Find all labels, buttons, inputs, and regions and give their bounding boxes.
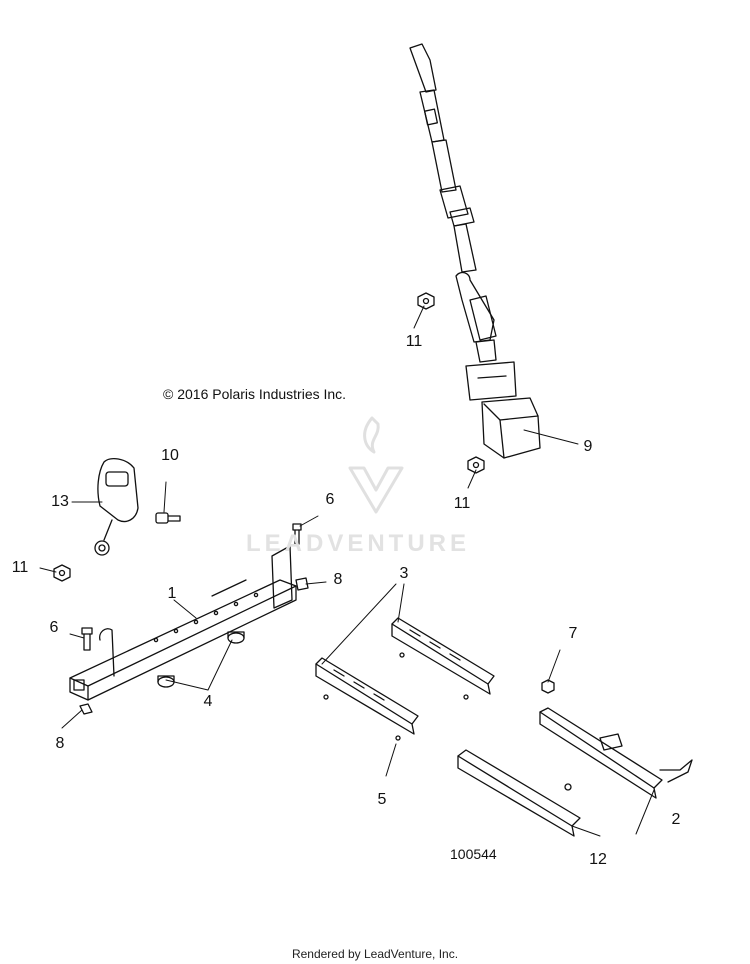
callout-10: 10 [161,447,179,464]
callout-11-left: 11 [11,559,29,576]
callout-8-left: 8 [55,735,65,752]
callout-7: 7 [568,625,578,642]
leader-lines [39,305,655,837]
copyright-notice: © 2016 Polaris Industries Inc. [163,386,347,402]
seat-slide-rail-2 [539,707,693,799]
callout-11-upper: 11 [405,333,423,350]
bolt-7 [541,679,555,694]
seat-frame-tube [69,545,297,701]
bolt-6-left [81,627,93,651]
callout-11-middle: 11 [453,495,471,512]
callout-3: 3 [399,565,409,582]
callout-9: 9 [583,438,593,455]
clip-8-right [295,577,309,591]
clip-8-left [79,703,93,715]
screw-5 [323,652,469,741]
callout-2: 2 [671,811,681,828]
callout-12: 12 [589,851,607,868]
watermark-logo [348,416,404,514]
watermark-text: LEADVENTURE [246,530,471,557]
callout-13: 13 [51,493,69,510]
callout-8-right: 8 [333,571,343,588]
bolt-6-right [292,523,302,545]
seat-rail-3-lower [315,657,419,735]
seat-belt-retractor [409,43,541,459]
footer-credit: Rendered by LeadVenture, Inc. [291,947,459,961]
callout-6-right: 6 [325,491,335,508]
seat-rail-3-upper [391,617,495,695]
callout-6-left: 6 [49,619,59,636]
flange-nut-4-a [227,631,245,644]
callout-5: 5 [377,791,387,808]
nut-11-middle [467,456,485,474]
seat-slide-rail-12 [457,749,581,837]
figure-number: 100544 [450,846,497,862]
bolt-10 [155,512,181,524]
callout-1: 1 [167,585,177,602]
seat-belt-buckle [94,457,139,556]
nut-11-left [53,564,71,582]
nut-11-upper [417,292,435,310]
callout-4: 4 [203,693,213,710]
